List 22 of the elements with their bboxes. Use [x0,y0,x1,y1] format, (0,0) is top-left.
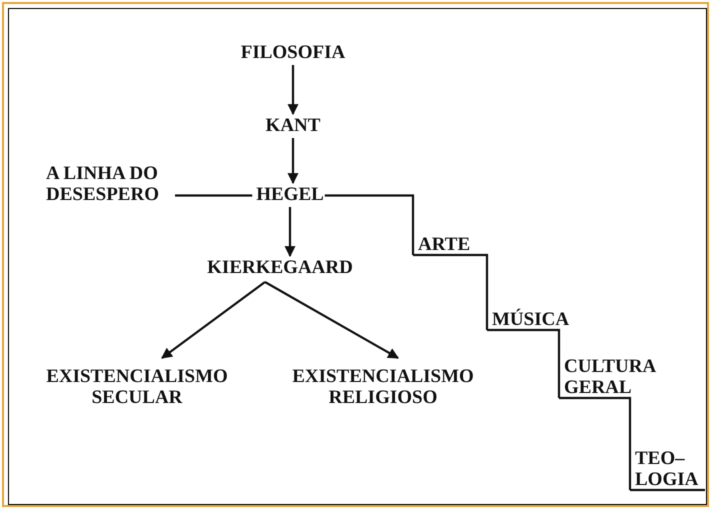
step-label: TEO– LOGIA [635,448,700,490]
arrow [161,281,266,359]
arrow [284,207,296,258]
connector-line [175,194,252,197]
node-label: KANT [266,115,320,136]
step-label: MÚSICA [492,309,570,330]
connector-line [324,194,414,255]
node-label: HEGEL [256,184,324,205]
node-label: KIERKEGAARD [207,257,353,278]
node-label: FILOSOFIA [240,42,346,63]
step-label: ARTE [418,234,470,255]
step-label: CULTURA GERAL [564,356,654,398]
node-label: EXISTENCIALISMO SECULAR [45,366,229,408]
arrow [288,138,298,184]
arrow [264,281,399,359]
connector-line [630,488,705,492]
node-label: EXISTENCIALISMO RELIGIOSO [291,366,475,408]
arrow [288,65,298,116]
connector-line [559,396,632,490]
node-label: A LINHA DO DESESPERO [46,163,160,205]
connector-line [413,254,488,330]
connector-line [487,328,560,398]
